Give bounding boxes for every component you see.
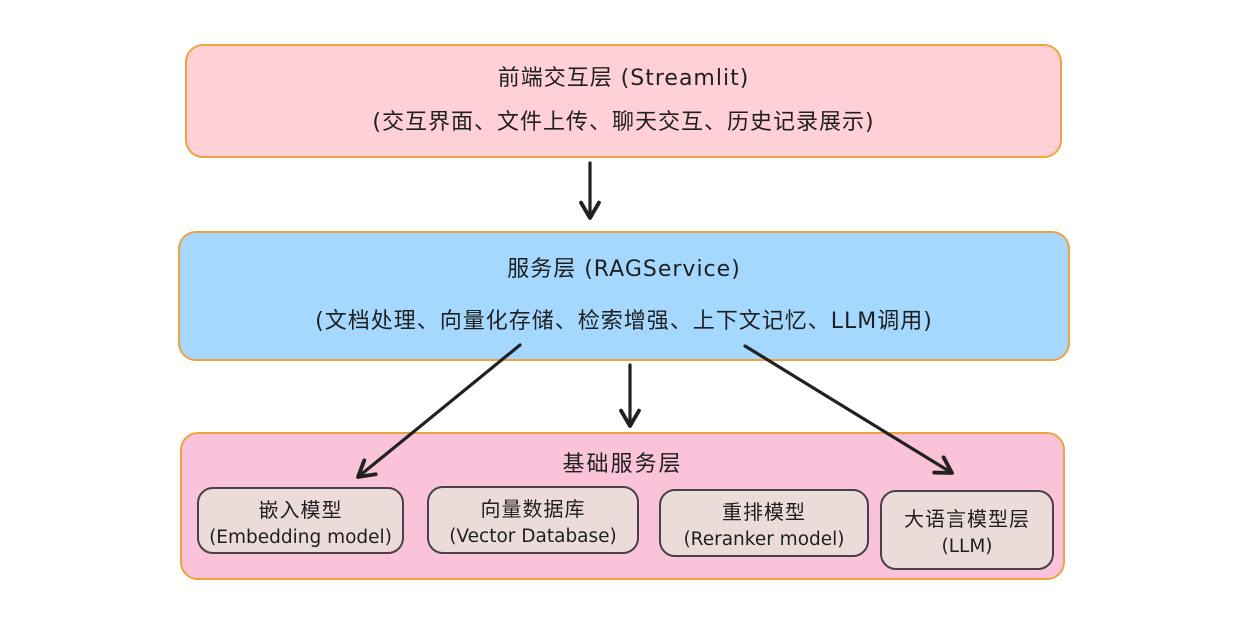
service-layer-box: 服务层 (RAGService) (文档处理、向量化存储、检索增强、上下文记忆、… [178, 231, 1070, 361]
component-subtitle: (Embedding model) [209, 526, 392, 548]
component-name: 大语言模型层 [904, 507, 1030, 531]
frontend-layer-title: 前端交互层 (Streamlit) [497, 66, 750, 92]
component-name: 重排模型 [722, 500, 806, 524]
base-layer-box: 基础服务层 嵌入模型 (Embedding model) 向量数据库 (Vect… [180, 432, 1065, 580]
component-subtitle: (LLM) [941, 536, 993, 557]
base-layer-title: 基础服务层 [562, 452, 683, 477]
frontend-layer-subtitle: (交互界面、文件上传、聊天交互、历史记录展示) [372, 109, 875, 135]
service-layer-title: 服务层 (RAGService) [507, 256, 741, 282]
component-vector-database: 向量数据库 (Vector Database) [427, 486, 639, 554]
component-reranker-model: 重排模型 (Reranker model) [659, 489, 869, 557]
component-name: 向量数据库 [480, 497, 586, 521]
component-subtitle: (Vector Database) [449, 526, 617, 547]
component-subtitle: (Reranker model) [683, 529, 845, 550]
service-layer-subtitle: (文档处理、向量化存储、检索增强、上下文记忆、LLM调用) [315, 309, 933, 334]
component-embedding-model: 嵌入模型 (Embedding model) [197, 487, 404, 554]
frontend-layer-box: 前端交互层 (Streamlit) (交互界面、文件上传、聊天交互、历史记录展示… [185, 44, 1062, 158]
component-name: 嵌入模型 [258, 497, 343, 522]
component-llm: 大语言模型层 (LLM) [880, 490, 1054, 570]
